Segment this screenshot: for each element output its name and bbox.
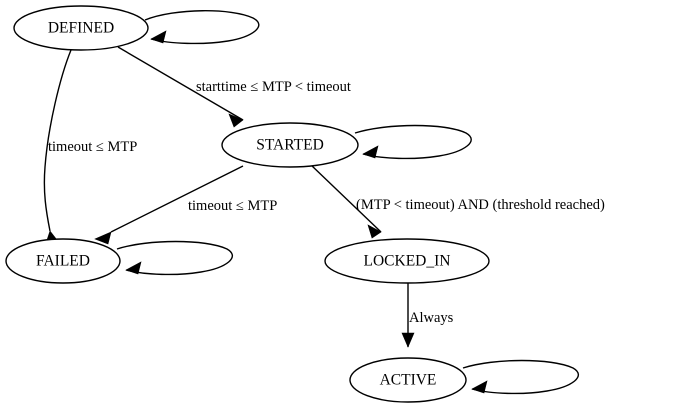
arrowhead-icon: [125, 261, 142, 275]
edge-failed-self: [116, 240, 234, 276]
node-shape[interactable]: [221, 122, 359, 168]
edge-label-started-failed: timeout ≤ MTP: [188, 198, 277, 214]
arrowhead-icon: [228, 113, 244, 128]
edge-labels-layer: starttime ≤ MTP < timeout timeout ≤ MTP ti…: [48, 79, 605, 326]
arrowhead-icon: [150, 30, 167, 44]
edges-layer: [43, 10, 580, 395]
nodes-layer: DEFINED STARTED FAILED LOCKED_IN ACTIVE: [5, 5, 490, 403]
edge-defined-started: [117, 46, 244, 128]
edge-started-self: [354, 124, 472, 160]
arrowhead-icon: [401, 332, 415, 348]
arrowhead-icon: [94, 231, 112, 245]
edge-locked-in-active: [401, 283, 415, 348]
edge-label-defined-started: starttime ≤ MTP < timeout: [196, 79, 351, 95]
node-started[interactable]: STARTED: [221, 122, 359, 168]
arrowhead-icon: [367, 224, 382, 239]
edge-path-defined-started: [117, 46, 244, 121]
node-failed[interactable]: FAILED: [5, 238, 121, 284]
node-label: LOCKED_IN: [364, 253, 451, 270]
node-shape[interactable]: [5, 238, 121, 284]
edge-started-failed: [94, 165, 244, 245]
edge-path-defined-self: [144, 10, 260, 45]
node-label: STARTED: [256, 137, 324, 154]
node-shape[interactable]: [349, 357, 467, 403]
node-shape[interactable]: [324, 238, 490, 284]
edge-path-started-self: [354, 124, 472, 160]
edge-label-defined-failed: timeout ≤ MTP: [48, 139, 137, 155]
node-label: DEFINED: [48, 20, 114, 37]
edge-active-self: [462, 359, 580, 395]
node-shape[interactable]: [13, 5, 149, 51]
edge-path-defined-failed: [43, 49, 72, 232]
edge-label-locked-in-active: Always: [409, 310, 454, 326]
node-label: ACTIVE: [380, 372, 437, 389]
edge-path-active-self: [462, 359, 580, 395]
node-locked-in[interactable]: LOCKED_IN: [324, 238, 490, 284]
edge-defined-self: [144, 10, 260, 45]
node-label: FAILED: [36, 253, 90, 270]
edge-path-started-failed: [110, 165, 244, 233]
arrowhead-icon: [362, 145, 379, 159]
edge-path-started-locked-in: [310, 164, 382, 233]
arrowhead-icon: [471, 380, 488, 394]
edge-label-started-locked-in: (MTP < timeout) AND (threshold reached): [356, 197, 605, 213]
node-active[interactable]: ACTIVE: [349, 357, 467, 403]
edge-path-failed-self: [116, 240, 234, 276]
edge-started-locked-in: [310, 164, 382, 239]
node-defined[interactable]: DEFINED: [13, 5, 149, 51]
